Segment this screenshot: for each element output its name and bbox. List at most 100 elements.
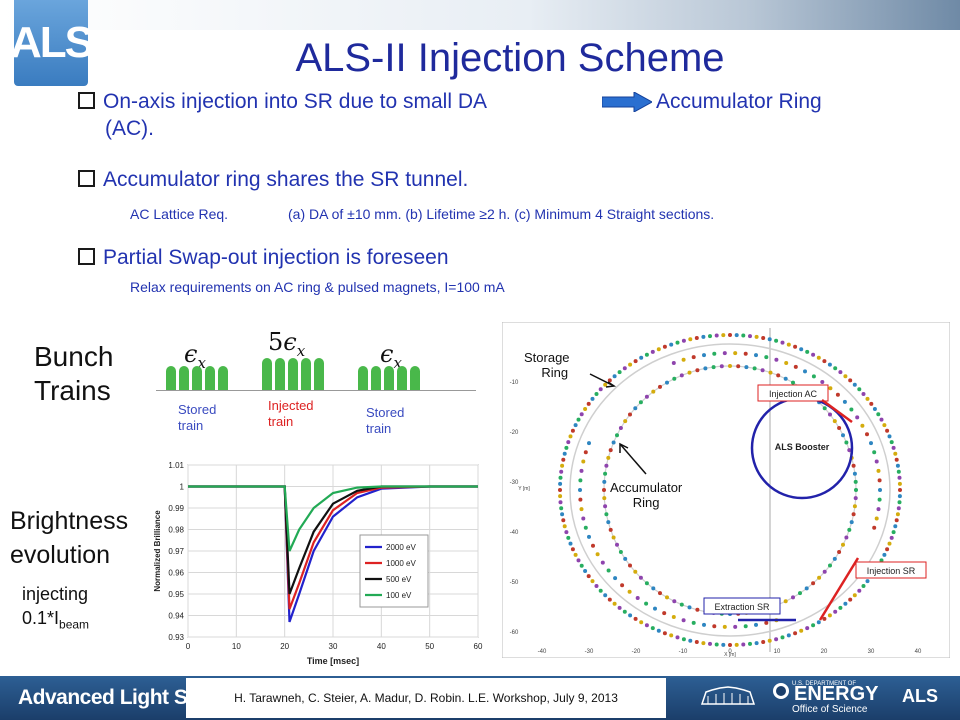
magnet-dot: [767, 337, 772, 342]
top-banner: [0, 0, 960, 30]
magnet-dot: [728, 364, 732, 368]
magnet-dot: [679, 373, 684, 378]
magnet-dot: [703, 366, 708, 371]
magnet-dot: [639, 355, 644, 360]
magnet-dot: [748, 334, 752, 339]
magnet-dot: [822, 359, 827, 364]
magnet-dot: [604, 463, 609, 468]
magnet-dot: [558, 494, 563, 499]
magnet-dot: [644, 394, 649, 399]
magnet-dot: [852, 471, 857, 476]
brightness-evolution-label: Brightness evolution: [10, 504, 128, 572]
magnet-dot: [776, 373, 781, 378]
magnet-dot: [650, 349, 655, 354]
magnet-dot: [885, 547, 890, 552]
magnet-dot: [561, 518, 566, 523]
magnet-dot: [852, 593, 857, 598]
magnet-dot: [638, 575, 643, 580]
magnet-dot: [879, 417, 884, 422]
magnet-dot: [583, 525, 588, 530]
magnet-dot: [635, 596, 640, 600]
bunch-trains-line2: Trains: [34, 375, 111, 406]
magnet-dot: [598, 387, 603, 392]
magnet-dot: [694, 336, 699, 340]
magnet-dot: [833, 366, 838, 371]
label-line: Injected: [268, 398, 314, 413]
magnet-dot: [833, 609, 838, 614]
footer-citation: H. Tarawneh, C. Steier, A. Madur, D. Rob…: [186, 678, 666, 718]
magnet-dot: [611, 440, 616, 445]
magnet-dot: [691, 355, 696, 360]
magnet-dot: [583, 407, 588, 411]
eps-coefficient: 5: [268, 328, 284, 356]
magnet-dot: [620, 583, 625, 588]
magnet-dot: [559, 469, 564, 474]
ac-lattice-label: AC Lattice Req.: [130, 206, 229, 222]
magnet-dot: [564, 445, 569, 450]
magnet-dot: [578, 497, 583, 502]
y-tick-label: 0.96: [168, 569, 184, 578]
magnet-dot: [896, 469, 901, 474]
magnet-dot: [734, 333, 739, 338]
magnet-dot: [651, 586, 656, 591]
magnet-dot: [889, 440, 894, 445]
magnet-dot: [844, 535, 849, 540]
magnet-dot: [633, 569, 638, 574]
magnet-dot: [581, 459, 586, 464]
magnet-dot: [675, 635, 680, 640]
y-tick-label: 0.99: [168, 504, 184, 513]
bullet-1-text: On-axis injection into SR due to small D…: [103, 90, 487, 113]
magnet-dot: [721, 642, 726, 647]
brightness-line1: Brightness: [10, 507, 129, 535]
magnet-dot: [586, 401, 591, 406]
magnet-dot: [576, 417, 581, 422]
magnet-dot: [849, 520, 854, 525]
magnet-dot: [851, 512, 856, 517]
als-footer-logo: ALS: [902, 686, 938, 706]
bullet-2-text: Accumulator ring shares the SR tunnel.: [103, 168, 469, 191]
magnet-dot: [874, 459, 879, 464]
magnet-dot: [662, 344, 667, 349]
magnet-dot: [895, 463, 900, 468]
magnet-dot: [594, 584, 599, 588]
magnet-dot: [872, 450, 877, 455]
magnet-dot: [617, 605, 622, 610]
magnet-dot: [702, 622, 706, 627]
label-line: Ring: [541, 365, 569, 380]
magnet-dot: [841, 542, 845, 547]
magnet-dot: [708, 641, 712, 646]
magnet-dot: [780, 340, 785, 345]
magnet-dot: [618, 426, 623, 430]
injecting-value: 0.1*I: [22, 608, 60, 628]
magnet-dot: [837, 426, 842, 430]
x-tick-label: -20: [632, 649, 641, 655]
magnet-dot: [877, 478, 882, 483]
emittance-middle: 5ϵx: [268, 328, 305, 360]
magnet-dot: [734, 642, 739, 647]
magnet-dot: [701, 641, 706, 646]
magnet-dot: [595, 552, 600, 557]
magnet-dot: [606, 520, 611, 525]
magnet-dot: [628, 563, 632, 568]
magnet-dot: [600, 560, 605, 565]
bullet-1-right-text: Accumulator Ring: [656, 90, 822, 113]
y-tick-label: -60: [510, 630, 519, 636]
magnet-dot: [835, 392, 840, 397]
stored-train-right: [358, 366, 420, 390]
magnet-dot: [579, 563, 584, 568]
magnet-dot: [602, 488, 606, 492]
magnet-dot: [669, 633, 674, 638]
magnet-dot: [764, 355, 769, 360]
x-tick-label: 40: [377, 642, 386, 651]
magnet-dot: [603, 593, 608, 598]
magnet-dot: [590, 579, 595, 584]
magnet-dot: [722, 624, 727, 629]
magnet-dot: [603, 504, 608, 509]
bullet-3-text: Partial Swap-out injection is foreseen: [103, 246, 449, 269]
magnet-dot: [615, 542, 619, 547]
magnet-dot: [811, 352, 816, 357]
